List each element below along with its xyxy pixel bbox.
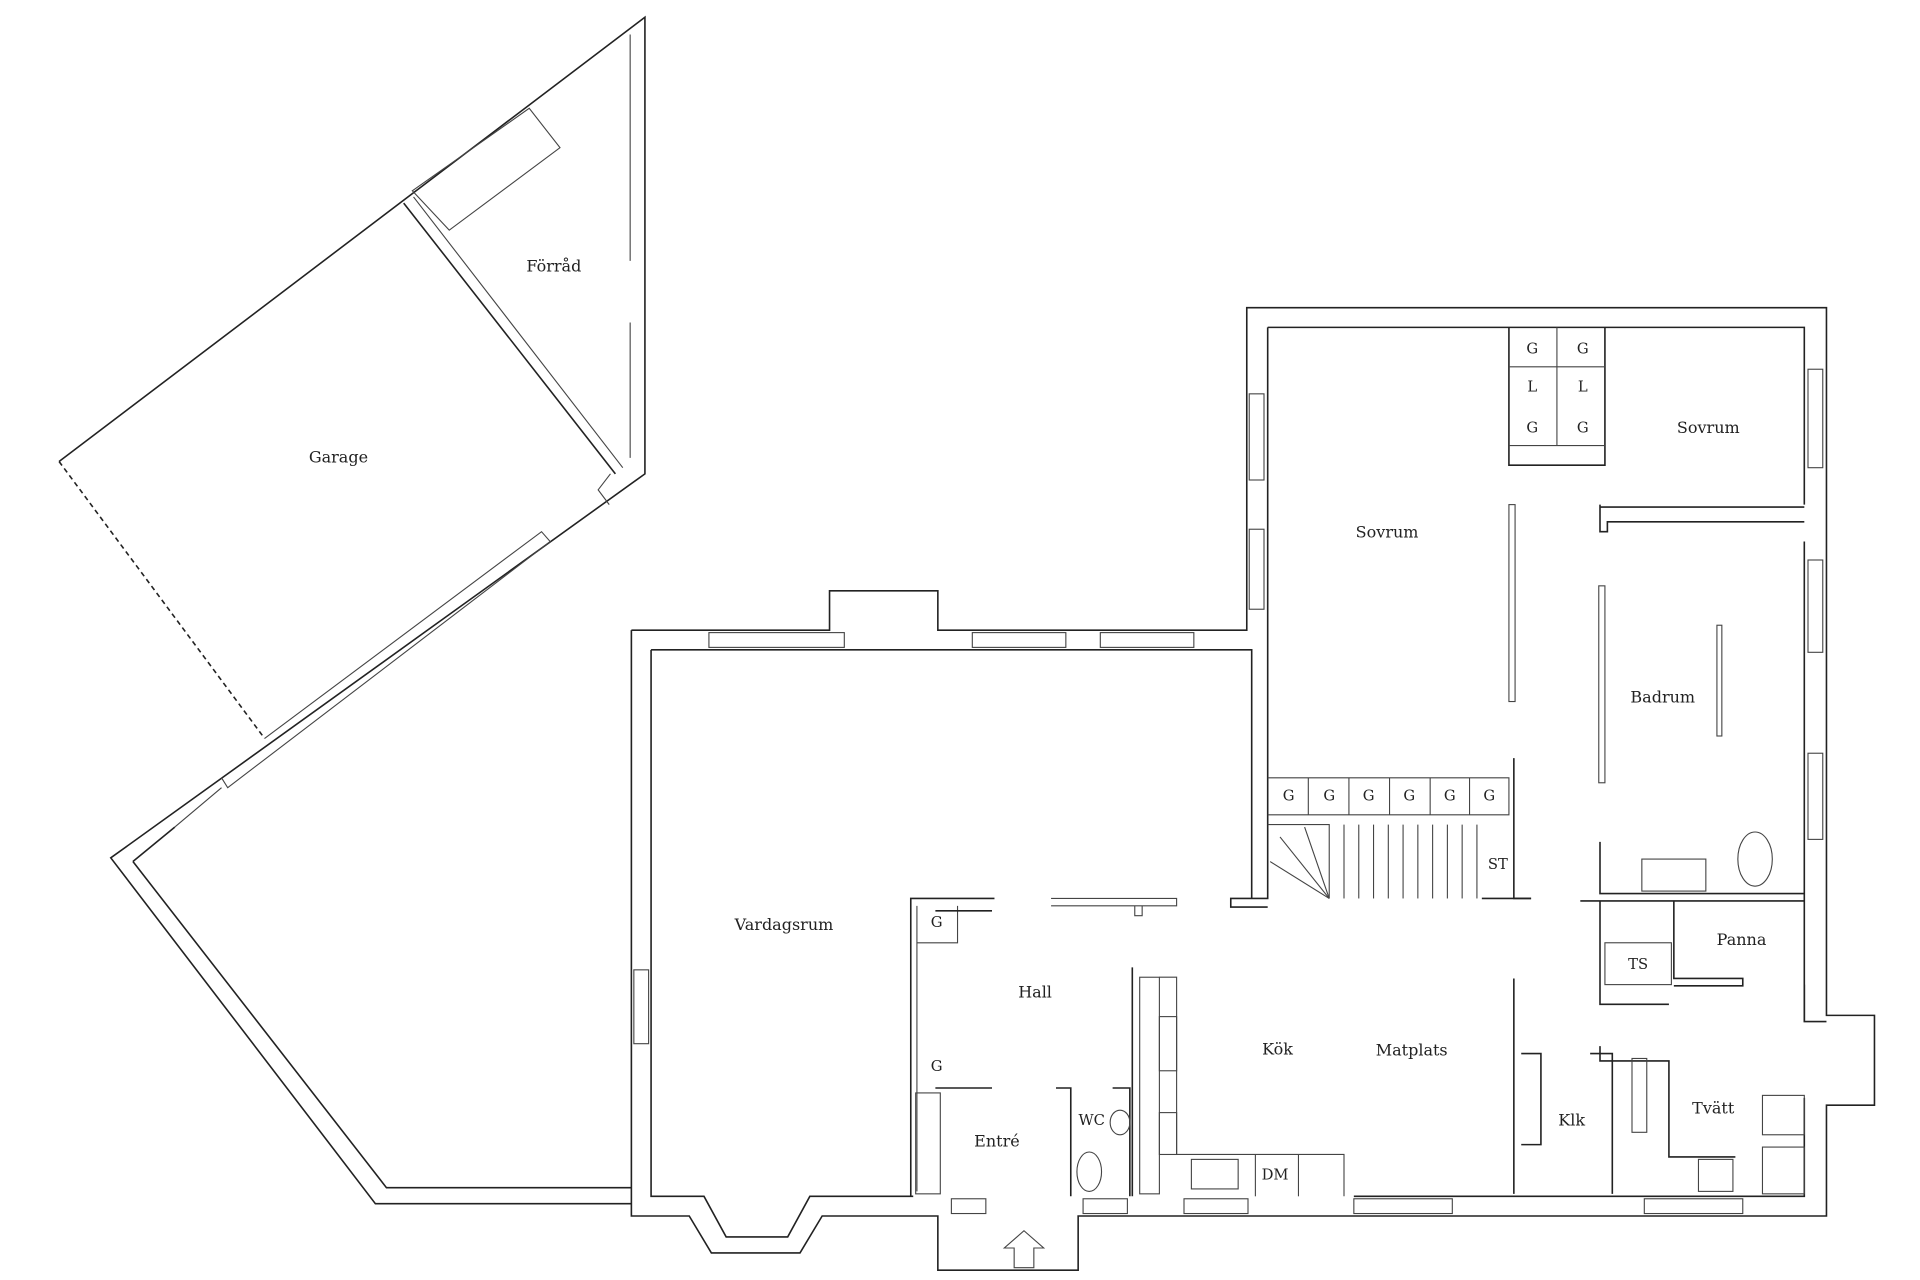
label-entre: Entré xyxy=(974,1132,1020,1151)
label-forrad: Förråd xyxy=(526,257,581,276)
label-sovrum-large: Sovrum xyxy=(1356,522,1419,541)
wardrobe-label: G xyxy=(1323,787,1335,804)
wardrobe-label: G xyxy=(1403,787,1415,804)
wc-sink xyxy=(1109,1109,1131,1136)
kitchen-sink xyxy=(1190,1158,1239,1190)
staircase xyxy=(1267,824,1478,899)
radiator xyxy=(915,1092,941,1195)
label-wc: WC xyxy=(1078,1112,1104,1129)
wardrobe-label: G xyxy=(1577,341,1589,358)
label-tvatt: Tvätt xyxy=(1692,1098,1735,1117)
laundry-sink xyxy=(1697,1158,1734,1192)
wardrobe-label: G xyxy=(931,1058,943,1075)
label-kok: Kök xyxy=(1262,1039,1293,1058)
label-badrum: Badrum xyxy=(1630,687,1695,706)
house-walls xyxy=(630,306,1876,1271)
garage-door-dashed xyxy=(58,461,266,739)
wardrobe-label: G xyxy=(1526,419,1538,436)
wardrobe-label: G xyxy=(1483,787,1495,804)
linen-label: L xyxy=(1578,379,1588,396)
kitchen-counter xyxy=(1139,976,1160,1195)
wardrobe-label: G xyxy=(1526,341,1538,358)
label-dm: DM xyxy=(1262,1166,1289,1183)
wc-toilet xyxy=(1076,1151,1103,1192)
bathroom-sink xyxy=(1641,858,1707,892)
storage-bench xyxy=(411,107,561,231)
garage-building-walls xyxy=(58,15,646,1205)
wardrobe-label: G xyxy=(1444,787,1456,804)
room-labels: Förråd Garage Sovrum Sovrum Badrum Varda… xyxy=(309,257,1767,1184)
wardrobe-label: G xyxy=(1283,787,1295,804)
label-sovrum-small: Sovrum xyxy=(1677,418,1740,437)
entrance-arrow-icon xyxy=(1002,1230,1046,1269)
label-panna: Panna xyxy=(1717,930,1767,949)
label-vardagsrum: Vardagsrum xyxy=(734,915,834,934)
label-ts: TS xyxy=(1628,956,1648,973)
wardrobe-label: G xyxy=(1363,787,1375,804)
label-garage: Garage xyxy=(309,447,368,466)
label-hall: Hall xyxy=(1018,983,1052,1002)
wardrobe-label: G xyxy=(931,914,943,931)
label-st: ST xyxy=(1488,856,1508,873)
bathroom-toilet xyxy=(1737,831,1773,887)
linen-label: L xyxy=(1527,379,1537,396)
wardrobe-label: G xyxy=(1577,419,1589,436)
label-matplats: Matplats xyxy=(1376,1041,1448,1060)
label-klk: Klk xyxy=(1558,1111,1585,1130)
